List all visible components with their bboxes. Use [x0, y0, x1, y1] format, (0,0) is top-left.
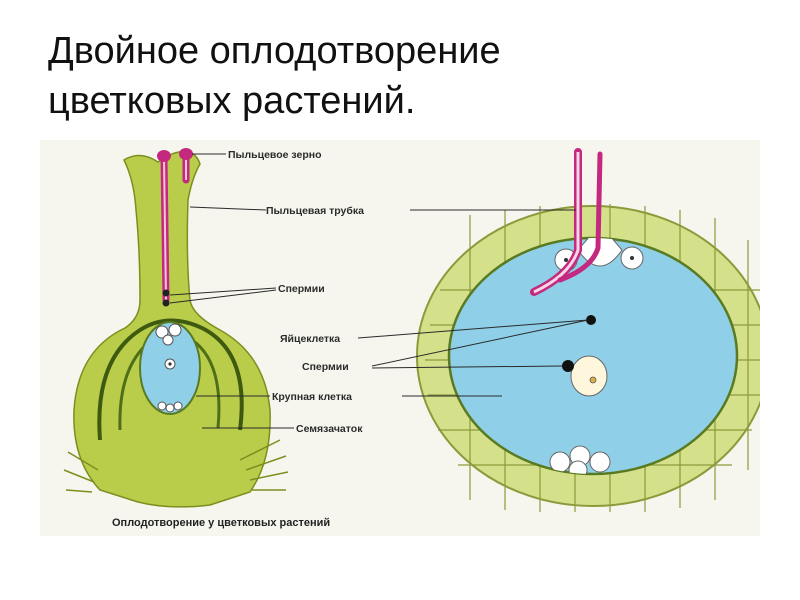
sperm-left-1: [162, 289, 170, 297]
label-egg-cell: Яйцеклетка: [280, 319, 589, 345]
title-line-2: цветковых растений.: [48, 80, 416, 122]
central-sperm: [562, 360, 574, 372]
label-large-cell-text: Крупная клетка: [272, 391, 352, 403]
label-ovule: Семязачаток: [202, 423, 363, 435]
label-large-cell: Крупная клетка: [196, 391, 502, 403]
label-sperm-center-text: Спермии: [302, 361, 349, 373]
central-cell: [570, 355, 608, 397]
label-pollen-tube-text: Пыльцевая трубка: [266, 205, 364, 217]
label-ovule-text: Семязачаток: [296, 423, 363, 435]
pollen-grain-left: [157, 150, 171, 162]
label-pollen-tube: Пыльцевая трубка: [189, 205, 576, 217]
label-pollen-grain-text: Пыльцевое зерно: [228, 149, 322, 161]
diagram-caption: Оплодотворение у цветковых растений: [112, 517, 330, 529]
ovule-outline: [97, 318, 244, 441]
title-line-1: Двойное оплодотворение: [48, 30, 501, 72]
ovule-enlarged-drawing: [416, 148, 760, 512]
label-sperm-left: Спермии: [169, 283, 325, 304]
label-sperm-center: Спермии: [302, 319, 589, 373]
diagram-panel: Пыльцевое зерно Пыльцевая трубка Спермии…: [40, 140, 760, 536]
pistil-drawing: [63, 148, 289, 508]
slide-title: Двойное оплодотворение цветковых растени…: [48, 26, 748, 126]
sperm-left-2: [162, 299, 170, 307]
label-sperm-left-text: Спермии: [278, 283, 325, 295]
double-fertilization-diagram: Пыльцевое зерно Пыльцевая трубка Спермии…: [63, 148, 760, 529]
label-egg-cell-text: Яйцеклетка: [280, 333, 340, 345]
egg-cell-sperm: [586, 315, 596, 325]
label-pollen-grain: Пыльцевое зерно: [192, 149, 322, 161]
